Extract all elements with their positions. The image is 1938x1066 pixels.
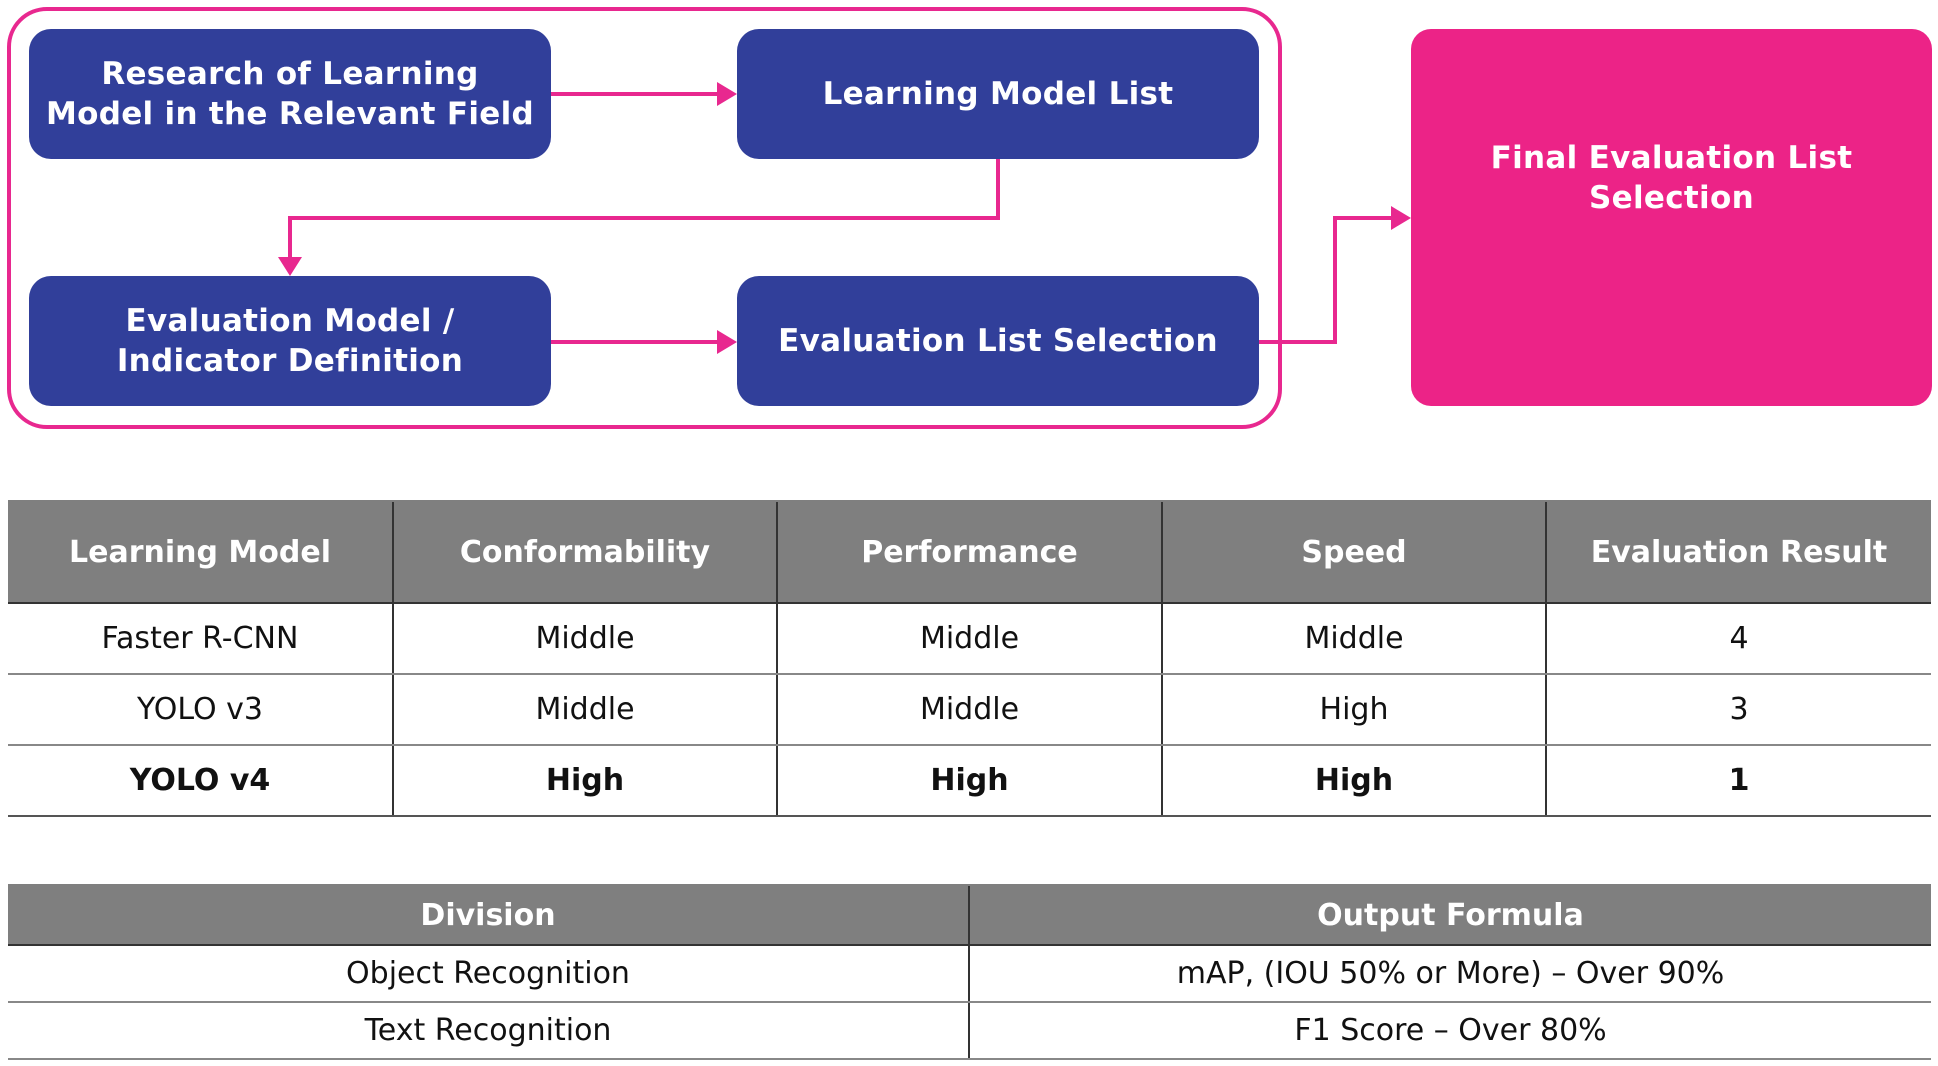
arrow-selection-to-final <box>1259 216 1392 344</box>
cell-division: Text Recognition <box>8 1002 969 1060</box>
model-evaluation-table: Learning Model Conformability Performanc… <box>8 500 1931 817</box>
cell-formula: F1 Score – Over 80% <box>968 1002 1931 1060</box>
cell-speed: High <box>1161 674 1546 746</box>
cell-performance: High <box>776 745 1162 817</box>
flow-connectors <box>278 82 1411 354</box>
cell-model: Faster R-CNN <box>8 603 393 675</box>
header-evaluation-result: Evaluation Result <box>1545 500 1931 604</box>
cell-formula: mAP, (IOU 50% or More) – Over 90% <box>968 945 1931 1003</box>
header-learning-model: Learning Model <box>8 500 393 604</box>
arrowhead-final <box>1391 206 1411 230</box>
cell-conformability: Middle <box>392 603 777 675</box>
process-group-frame <box>7 7 1282 429</box>
table-header-row: Division Output Formula <box>8 884 1931 946</box>
header-output-formula: Output Formula <box>968 884 1931 946</box>
header-conformability: Conformability <box>392 500 777 604</box>
header-division: Division <box>8 884 969 946</box>
evaluation-model-definition-box: Evaluation Model / Indicator Definition <box>29 276 551 406</box>
cell-result: 3 <box>1545 674 1931 746</box>
cell-conformability: Middle <box>392 674 777 746</box>
cell-conformability: High <box>392 745 777 817</box>
cell-result: 1 <box>1545 745 1931 817</box>
evaluation-list-selection-box: Evaluation List Selection <box>737 276 1259 406</box>
cell-model: YOLO v4 <box>8 745 393 817</box>
arrowhead-definition <box>278 257 302 276</box>
final-evaluation-list-box: Final Evaluation List Selection <box>1411 29 1932 406</box>
table-row: YOLO v3 Middle Middle High 3 <box>8 674 1931 746</box>
learning-model-list-box: Learning Model List <box>737 29 1259 159</box>
arrowhead-model-list <box>717 82 737 106</box>
arrow-model-list-to-definition <box>288 159 1000 258</box>
cell-model: YOLO v3 <box>8 674 393 746</box>
cell-performance: Middle <box>776 603 1162 675</box>
cell-speed: Middle <box>1161 603 1546 675</box>
arrowhead-selection <box>717 330 737 354</box>
research-learning-model-box: Research of Learning Model in the Releva… <box>29 29 551 159</box>
cell-performance: Middle <box>776 674 1162 746</box>
cell-division: Object Recognition <box>8 945 969 1003</box>
table-row: Faster R-CNN Middle Middle Middle 4 <box>8 603 1931 675</box>
output-formula-table: Division Output Formula Object Recogniti… <box>8 884 1931 1060</box>
table-row: Object Recognition mAP, (IOU 50% or More… <box>8 945 1931 1003</box>
cell-result: 4 <box>1545 603 1931 675</box>
process-flow-diagram: Research of Learning Model in the Releva… <box>0 0 1938 440</box>
table-row: Text Recognition F1 Score – Over 80% <box>8 1002 1931 1060</box>
table-header-row: Learning Model Conformability Performanc… <box>8 500 1931 604</box>
header-performance: Performance <box>776 500 1162 604</box>
header-speed: Speed <box>1161 500 1546 604</box>
cell-speed: High <box>1161 745 1546 817</box>
table-row-selected: YOLO v4 High High High 1 <box>8 745 1931 817</box>
